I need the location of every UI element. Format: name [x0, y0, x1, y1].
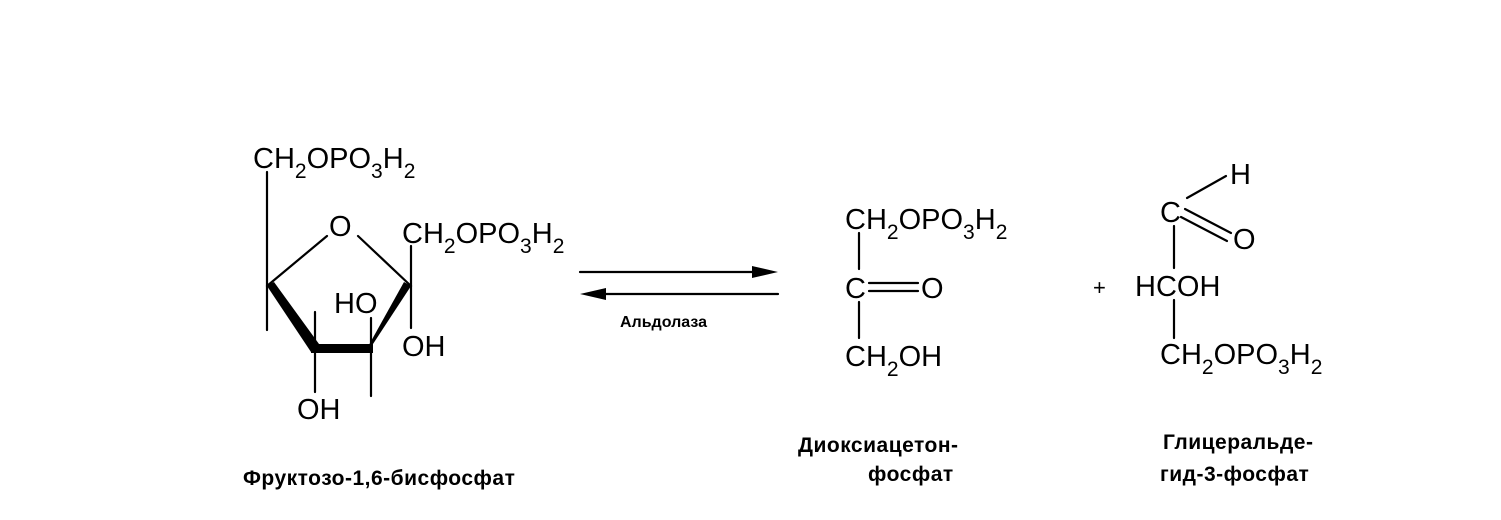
dihydroxyacetone-phosphate: CH2OPO3H2 C O CH2OH Диоксиацетон- фосфат [798, 204, 1007, 486]
g3p-bottom-group: CH2OPO3H2 [1160, 339, 1322, 379]
hydroxyl-ho: HO [334, 288, 378, 320]
reverse-arrowhead [580, 288, 606, 300]
dhap-carbonyl-oxygen: O [921, 273, 944, 305]
dhap-top-group: CH2OPO3H2 [845, 204, 1007, 244]
g3p-double-bond-b [1179, 215, 1229, 243]
wedge-bond-left [267, 282, 319, 352]
g3p-name-line1: Глицеральде- [1163, 431, 1313, 454]
fructose-1-6-bisphosphate: CH2OPO3H2 CH2OPO3H2 O HO OH OH Фруктозо-… [243, 143, 564, 490]
wedge-bond-bottom [311, 344, 373, 353]
g3p-hcoh: HCOH [1135, 271, 1220, 303]
g3p-aldehyde-oxygen: O [1233, 224, 1256, 256]
fructose-top-group: CH2OPO3H2 [253, 143, 415, 183]
forward-arrowhead [752, 266, 778, 278]
reaction-arrows: Альдолаза [578, 266, 780, 331]
plus-sign: + [1093, 275, 1106, 300]
g3p-name-line2: гид-3-фосфат [1160, 463, 1309, 486]
enzyme-label: Альдолаза [620, 314, 707, 331]
dhap-name-line2: фосфат [868, 463, 954, 486]
g3p-aldehyde-carbon: C [1160, 197, 1181, 229]
hydroxyl-right: OH [402, 331, 446, 363]
g3p-aldehyde-hydrogen: H [1230, 159, 1251, 191]
g3p-double-bond-a [1183, 207, 1233, 235]
bond-c2-o [265, 234, 329, 288]
ring-oxygen: O [329, 211, 352, 243]
dhap-carbonyl-carbon: C [845, 273, 866, 305]
dhap-bottom-group: CH2OH [845, 341, 942, 381]
hydroxyl-bottom: OH [297, 394, 341, 426]
g3p-bond-c-h [1185, 174, 1228, 200]
wedge-bond-right [365, 282, 411, 352]
bond-o-c5 [356, 234, 413, 288]
fructose-name: Фруктозо-1,6-бисфосфат [243, 467, 515, 490]
dhap-name-line1: Диоксиацетон- [798, 434, 959, 457]
glyceraldehyde-3-phosphate: H C O HCOH CH2OPO3H2 Глицеральде- гид-3-… [1135, 159, 1322, 486]
fructose-right-group: CH2OPO3H2 [402, 218, 564, 258]
